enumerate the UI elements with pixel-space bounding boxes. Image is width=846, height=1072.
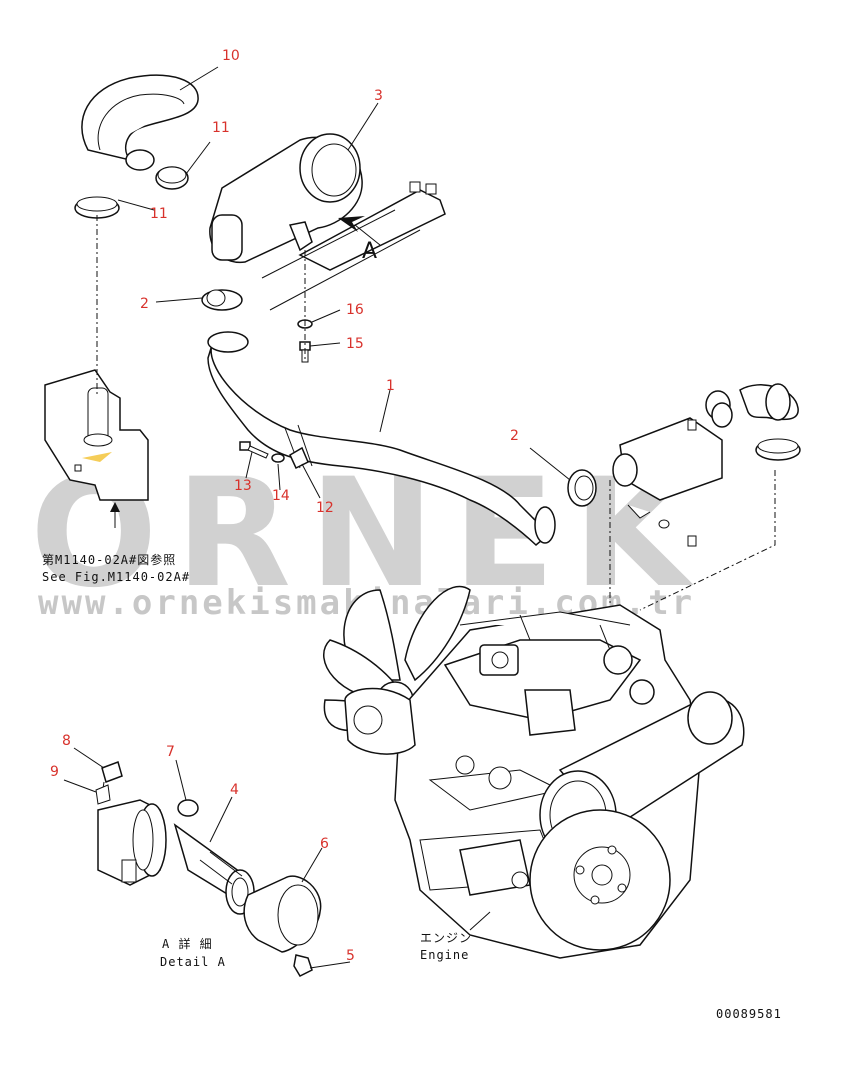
drawing-number: 00089581 [716, 1007, 782, 1021]
callout-13: 13 [234, 478, 252, 494]
part-11-clamp-upper [155, 166, 189, 190]
reference-bracket [44, 369, 149, 528]
detail-a [95, 761, 322, 977]
part-4-element [173, 823, 255, 915]
callout-7: 7 [166, 744, 175, 760]
part-11-clamp-left [74, 196, 120, 219]
callout-numbers: 10 3 11 11 2 16 15 1 2 13 14 12 8 9 7 4 … [50, 48, 519, 964]
part-14-washer [271, 453, 285, 463]
reference-label-jp: 第M1140-02A#図参照 [42, 552, 176, 567]
callout-9: 9 [50, 764, 59, 780]
engine-assembly [323, 585, 745, 959]
engine-label-jp: エンジン [420, 931, 472, 945]
view-marker-label: A [362, 239, 377, 264]
part-13-bolt [239, 441, 269, 459]
part-6-cap [243, 875, 322, 953]
callout-15: 15 [346, 336, 364, 352]
flywheel-housing [529, 809, 671, 951]
part-3-air-cleaner [209, 133, 446, 311]
callout-11-upper: 11 [212, 120, 230, 136]
detail-label-en: Detail A [160, 955, 226, 969]
part-2-clamp-upper [201, 289, 243, 311]
callout-2-upper: 2 [140, 296, 149, 312]
part-clamps-right [705, 390, 801, 461]
text-labels: 第M1140-02A#図参照 See Fig.M1140-02A# A 詳 細 … [42, 552, 782, 1021]
part-1-intake-hose [207, 331, 556, 547]
callout-6: 6 [320, 836, 329, 852]
callout-3: 3 [374, 88, 383, 104]
part-9-clip [95, 784, 111, 805]
part-elbow-right [739, 383, 799, 421]
callout-16: 16 [346, 302, 364, 318]
elbow-axis [639, 470, 776, 611]
callout-14: 14 [272, 488, 290, 504]
callout-2-lower: 2 [510, 428, 519, 444]
part-2-clamp-lower [567, 469, 597, 507]
part-10-elbow-hose [81, 74, 199, 171]
part-5-valve [293, 954, 313, 977]
callout-1: 1 [386, 378, 395, 394]
engine-label-en: Engine [420, 948, 469, 962]
callout-11-left: 11 [150, 206, 168, 222]
callout-12: 12 [316, 500, 334, 516]
view-arrow-a: A [338, 216, 381, 264]
callout-5: 5 [346, 948, 355, 964]
callout-4: 4 [230, 782, 239, 798]
part-intake-duct [612, 417, 723, 547]
part-7-ring [177, 799, 199, 817]
callout-8: 8 [62, 733, 71, 749]
reference-label-en: See Fig.M1140-02A# [42, 570, 190, 584]
leader-lines [63, 66, 571, 969]
part-12-bracket [289, 446, 309, 470]
detail-label-jp: A 詳 細 [162, 936, 213, 951]
callout-10: 10 [222, 48, 240, 64]
